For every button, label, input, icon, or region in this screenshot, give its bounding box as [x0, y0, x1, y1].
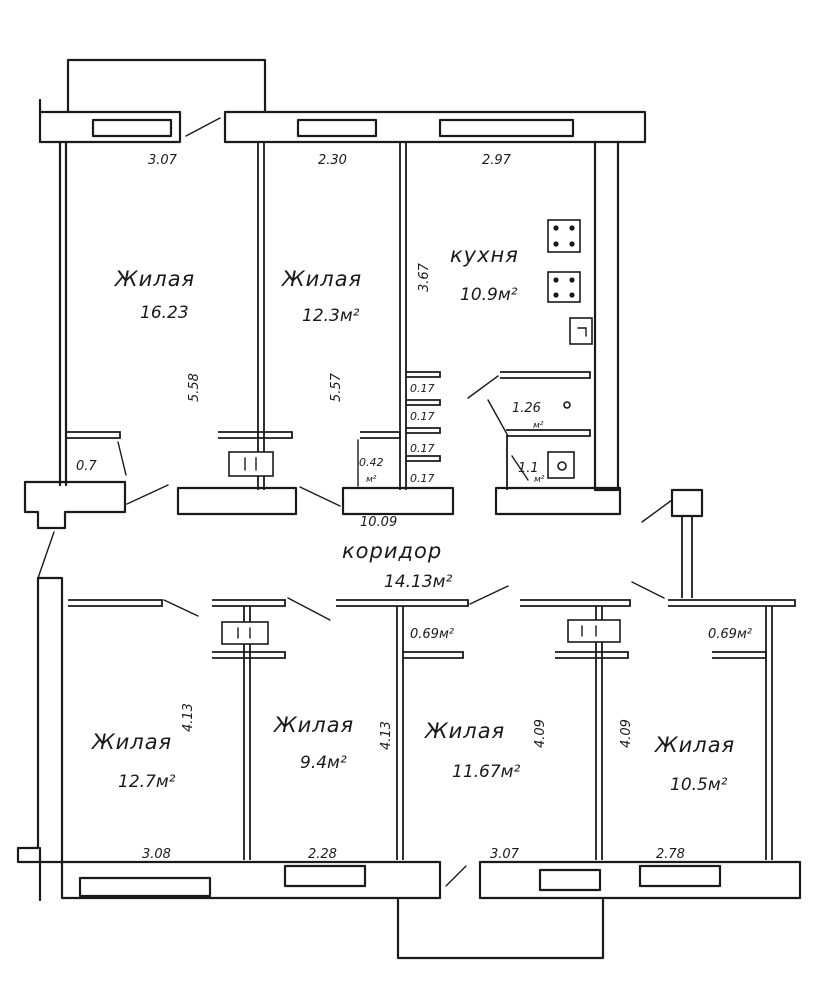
dimension-bottom-1: 3.08: [142, 847, 171, 862]
bath-area: 1.26: [512, 401, 541, 416]
shelf-area-1: 0.17: [410, 382, 435, 395]
corridor-length: 10.09: [360, 515, 397, 530]
shelves: [406, 371, 441, 462]
stove-icon: [547, 219, 581, 253]
exterior-wall-bottom: [38, 846, 802, 902]
room-area-living-5: 11.67м²: [452, 762, 520, 782]
wc-area-unit: м²: [534, 475, 545, 485]
closet-small-left: [66, 431, 127, 476]
toilet-icon: [547, 451, 575, 479]
exterior-wall-left-lower: [16, 531, 64, 864]
room-name-living-2: Жилая: [280, 267, 362, 291]
room-area-living-2: 12.3м²: [302, 306, 360, 326]
shelf-area-3: 0.17: [410, 442, 435, 455]
room-area-living-1: 16.23: [140, 303, 189, 323]
kitchen-fixtures: [547, 219, 593, 345]
dimension-depth-2: 5.57: [329, 372, 344, 402]
room-name-living-3: Жилая: [90, 730, 172, 754]
dimension-depth-7: 4.09: [619, 719, 634, 748]
exterior-wall-top: [38, 98, 647, 492]
dimension-depth-5: 4.13: [379, 721, 394, 750]
dimension-top-1: 3.07: [148, 153, 178, 168]
stove-icon-2: [547, 271, 581, 303]
bath-area-unit: м²: [533, 421, 544, 431]
dimension-bottom-4: 2.78: [656, 847, 685, 862]
closet-area-069-right: 0.69м²: [708, 627, 752, 642]
room-name-living-5: Жилая: [423, 719, 505, 743]
ventilation-block-top: [218, 431, 293, 477]
room-area-living-3: 12.7м²: [118, 772, 176, 792]
balcony-bottom: [396, 898, 605, 960]
dimension-top-2: 2.30: [318, 153, 347, 168]
closet-area-069-left: 0.69м²: [410, 627, 454, 642]
dimension-bottom-2: 2.28: [308, 847, 337, 862]
exterior-wall-left-upper: [23, 140, 127, 530]
sink-icon: [569, 317, 593, 345]
room-name-living-4: Жилая: [272, 713, 354, 737]
closet-area-042-unit: м²: [366, 475, 377, 485]
room-name-living-1: Жилая: [113, 267, 195, 291]
shelf-area-4: 0.17: [410, 472, 435, 485]
closet-area-042: 0.42: [359, 456, 384, 469]
closet-area-07: 0.7: [76, 459, 97, 474]
closet-042: [357, 431, 401, 487]
lower-corridor-wall: [68, 585, 796, 621]
dimension-depth-1: 5.58: [187, 373, 202, 402]
dimension-top-3: 2.97: [482, 153, 512, 168]
room-name-corridor: коридор: [342, 539, 442, 563]
room-name-kitchen: кухня: [450, 243, 519, 267]
room-area-kitchen: 10.9м²: [460, 285, 518, 305]
wc-area: 1.1: [518, 461, 539, 476]
right-shaft: [631, 488, 704, 599]
bathroom-block: [467, 371, 591, 490]
room-area-living-6: 10.5м²: [670, 775, 728, 795]
room-area-living-4: 9.4м²: [300, 753, 347, 773]
room-area-corridor: 14.13м²: [384, 572, 452, 592]
shelf-area-2: 0.17: [410, 410, 435, 423]
dimension-depth-4: 4.13: [181, 703, 196, 732]
room-name-living-6: Жилая: [653, 733, 735, 757]
lower-partitions: [212, 606, 773, 860]
balcony-top: [66, 58, 267, 114]
dimension-depth-3: 3.67: [417, 262, 432, 292]
dimension-depth-6: 4.09: [533, 719, 548, 748]
dimension-bottom-3: 3.07: [490, 847, 520, 862]
